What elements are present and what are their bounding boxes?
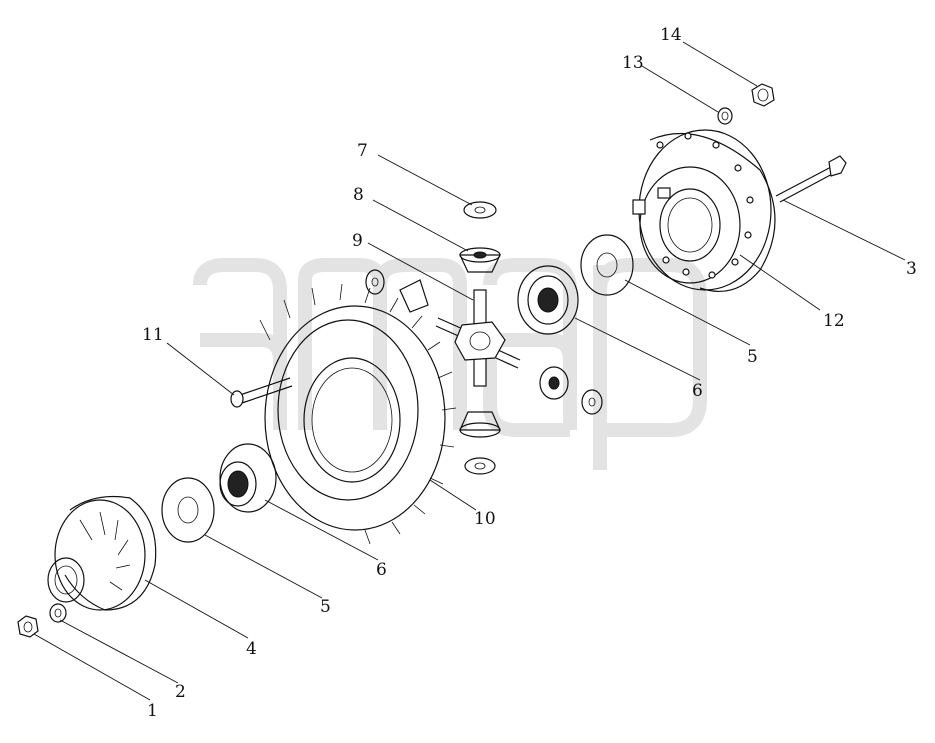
callout-4: 4 (246, 639, 257, 659)
callout-1: 1 (147, 701, 158, 721)
callout-5-lower: 5 (320, 597, 331, 617)
part-6-side-gear-upper (517, 265, 579, 335)
case-bolt-holes (656, 132, 754, 279)
callout-11: 11 (142, 325, 164, 345)
callout-8: 8 (353, 185, 364, 205)
part-7-washer (365, 201, 603, 475)
part-11-bolt (230, 377, 293, 408)
part-12-case-half (632, 129, 776, 292)
callout-3: 3 (906, 259, 917, 279)
callout-13: 13 (622, 53, 644, 73)
callout-labels: 1 2 3 4 5 5 6 6 7 8 9 10 11 12 13 14 (142, 25, 917, 721)
callout-2: 2 (175, 682, 186, 702)
part-14-nut (751, 83, 775, 107)
part-3-bolt (775, 155, 847, 203)
leader-lines (33, 41, 906, 701)
part-9-spider-cross (435, 289, 521, 387)
part-13-washer (717, 107, 733, 125)
callout-9: 9 (352, 231, 363, 251)
callout-6-upper: 6 (692, 381, 703, 401)
part-1-nut (17, 615, 39, 638)
callout-5-upper: 5 (747, 347, 758, 367)
callout-7: 7 (357, 141, 368, 161)
watermark-logo (193, 258, 707, 470)
callout-14: 14 (660, 25, 682, 45)
part-5-thrust-washer-lower (161, 477, 215, 543)
part-10-ring-gear (259, 283, 457, 545)
part-8-pinion-gears (399, 247, 569, 438)
callout-10: 10 (474, 509, 496, 529)
part-4-case-half (47, 495, 157, 611)
part-2-washer (49, 603, 67, 623)
callout-6-lower: 6 (376, 560, 387, 580)
part-5-thrust-washer-upper (580, 234, 634, 296)
part-6-side-gear-lower (219, 443, 277, 513)
callout-12: 12 (823, 311, 845, 331)
